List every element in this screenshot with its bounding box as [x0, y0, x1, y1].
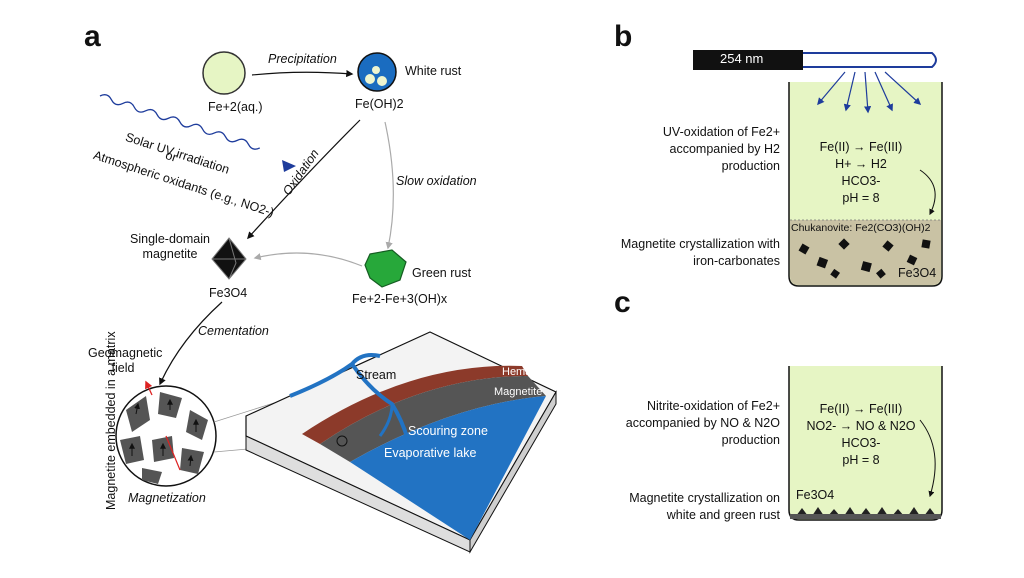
b-fe3o4-label: Fe3O4 [898, 266, 937, 280]
c-reaction-2: HCO3- [841, 436, 881, 450]
magnetite-matrix [115, 380, 217, 487]
slow-oxidation-label: Slow oxidation [396, 174, 477, 188]
c-reaction-0: Fe(II) → Fe(III) [819, 402, 903, 416]
precipitation-label: Precipitation [268, 52, 337, 66]
nitrite-oxidation-desc: Nitrite-oxidation of Fe2+ accompanied by… [625, 399, 780, 447]
b-reaction-2: HCO3- [841, 174, 881, 188]
scouring-zone-label: Scouring zone [408, 424, 488, 438]
fe3o4-label: Fe3O4 [209, 286, 248, 300]
single-domain-magnetite-label: Single-domain magnetite [130, 232, 210, 261]
uv-lamp [693, 50, 937, 70]
uv-rays [817, 71, 922, 114]
fe2-circle [202, 51, 246, 95]
matrix-embedded-label: Magnetite embedded in a matrix [104, 331, 118, 510]
geomagnetic-field-label: Geomagnetic field [88, 346, 163, 375]
chukanovite-label: Chukanovite: Fe2(CO3)(OH)2 [791, 222, 931, 234]
c-fe3o4-label: Fe3O4 [796, 488, 835, 502]
slow-oxidation-arrow [384, 121, 394, 250]
green-rust-label: Green rust [412, 266, 472, 280]
magnetization-label: Magnetization [128, 491, 206, 505]
beaker-b [788, 82, 943, 287]
white-rust-label: White rust [405, 64, 462, 78]
panel-c-label: c [614, 286, 631, 319]
white-rust-icon [357, 52, 397, 92]
oxidation-arrow [247, 119, 361, 240]
cementation-arrow [159, 301, 223, 386]
landscape-block [245, 331, 557, 554]
panel-b-label: b [614, 20, 633, 53]
lamp-label: 254 nm [720, 51, 764, 66]
uv-oxidation-desc: UV-oxidation of Fe2+ accompanied by H2 p… [662, 125, 780, 173]
green-rust-icon [364, 249, 407, 288]
b-reaction-0: Fe(II) → Fe(III) [819, 140, 903, 154]
c-reaction-3: pH = 8 [842, 453, 880, 467]
precipitation-arrow [251, 69, 354, 78]
uv-wave [99, 94, 261, 150]
b-reaction-1: H+ → H2 [835, 157, 887, 171]
magnetite-octahedron-icon [211, 237, 247, 280]
cementation-label: Cementation [198, 324, 269, 338]
magnetite-label: Magnetite [494, 386, 543, 398]
beaker-c [788, 366, 943, 521]
panel-a-label: a [84, 20, 101, 53]
c-reaction-1: NO2- → NO & N2O [806, 419, 916, 433]
b-crystallization-label: Magnetite crystallization with iron-carb… [620, 237, 780, 268]
c-crystallization-label: Magnetite crystallization on white and g… [629, 491, 780, 522]
b-reaction-3: pH = 8 [842, 191, 880, 205]
fe-oh2-label: Fe(OH)2 [355, 97, 404, 111]
hematite-label: Hematite [502, 366, 547, 378]
uv-arrowhead [282, 160, 296, 172]
evaporative-lake-label: Evaporative lake [384, 446, 477, 460]
stream-label: Stream [356, 368, 397, 382]
green-rust-formula: Fe+2-Fe+3(OH)x [352, 292, 448, 306]
greenrust-to-magnetite-arrow [253, 252, 363, 267]
fe2-label: Fe+2(aq.) [208, 100, 263, 114]
